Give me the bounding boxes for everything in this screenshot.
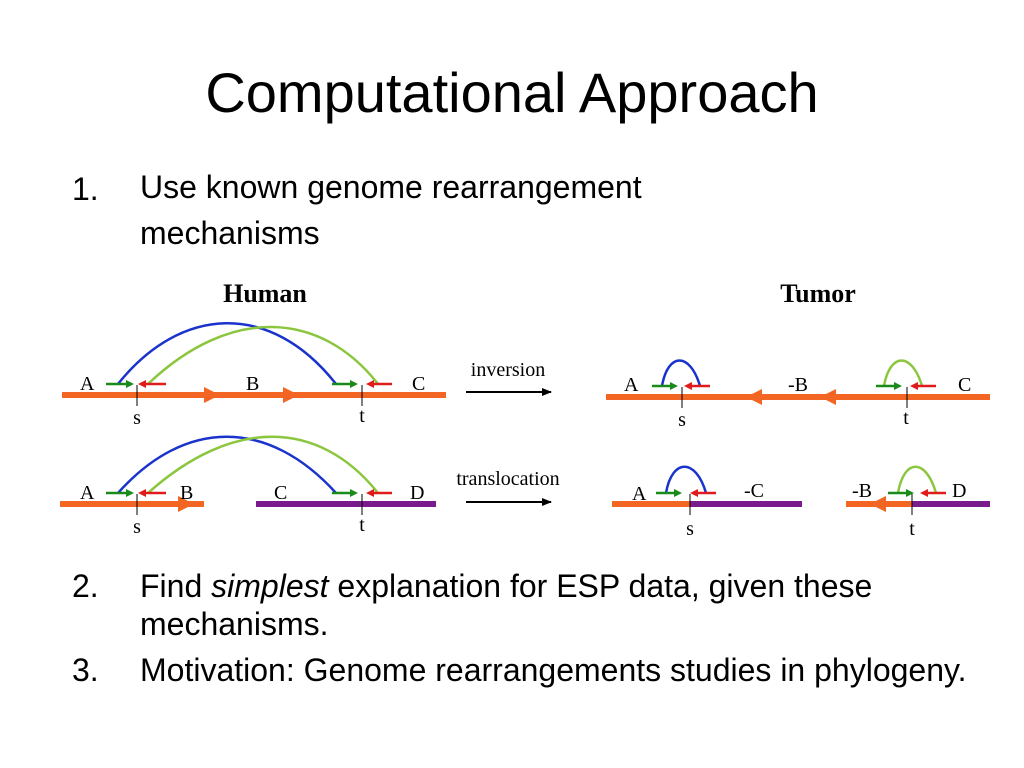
label-b: B [246,373,259,395]
list-number: 1. [72,171,99,207]
forward-read-head [126,380,134,388]
orientation-arrow [283,387,299,403]
inversion-human: A B C s t [62,322,446,429]
reverse-read-head [684,382,692,390]
forward-read-head [350,489,358,497]
reverse-read-head [138,380,146,388]
translocation-tumor: A -C -B D s t [612,465,990,540]
reverse-read-head [366,380,374,388]
reverse-read-head [690,489,698,497]
label-neg-b: -B [788,374,808,396]
text-after: explanation for ESP data, given these me… [140,568,873,642]
orientation-arrow [178,496,194,512]
pair-arc-green [147,435,379,494]
label-a: A [80,373,95,395]
label-neg-c: -C [744,480,764,502]
human-heading: Human [223,279,307,308]
tumor-heading: Tumor [780,279,856,308]
text-before: Find [140,568,212,604]
label-a: A [632,483,647,505]
translocation-label: translocation [456,468,559,490]
label-d: D [952,480,966,502]
label-t: t [909,518,915,540]
reverse-read-head [366,489,374,497]
orientation-arrow [746,389,762,405]
label-t: t [903,407,909,429]
pair-arc-blue [117,322,337,385]
inversion-tumor: A -B C s t [606,359,990,431]
pair-arc-green [896,465,938,494]
label-neg-b: -B [852,480,872,502]
list-text: Find simplest explanation for ESP data, … [140,567,1020,643]
list-text: Use known genome rearrangement mechanism… [140,169,642,251]
list-text: Motivation: Genome rearrangements studie… [140,652,967,688]
label-s: s [133,407,141,429]
label-t: t [359,514,365,536]
translocation-human: A B C D s t [60,435,436,538]
pair-arc-blue [660,359,702,387]
label-s: s [133,516,141,538]
forward-read-head [906,489,914,497]
list-number: 2. [72,568,99,604]
label-a: A [624,374,639,396]
forward-read-head [674,489,682,497]
label-a: A [80,482,95,504]
pair-arc-blue [664,465,708,494]
slide-title: Computational Approach [205,61,819,124]
label-c: C [274,482,287,504]
forward-read-head [126,489,134,497]
forward-read-head [350,380,358,388]
orientation-arrow [820,389,836,405]
emphasis-text: simplest [211,568,329,604]
forward-read-head [894,382,902,390]
pair-arc-green [882,359,924,387]
label-c: C [958,374,971,396]
label-t: t [359,405,365,427]
orientation-arrow [870,496,886,512]
orientation-arrow [204,387,220,403]
list-number: 3. [72,652,99,688]
forward-read-head [670,382,678,390]
label-b: B [180,482,193,504]
label-s: s [678,409,686,431]
reverse-read-head [910,382,918,390]
reverse-read-head [920,489,928,497]
label-d: D [410,482,424,504]
reverse-read-head [138,489,146,497]
pair-arc-blue [117,435,337,494]
label-c: C [412,373,425,395]
inversion-label: inversion [471,359,545,381]
pair-arc-green [147,325,379,385]
label-s: s [686,518,694,540]
